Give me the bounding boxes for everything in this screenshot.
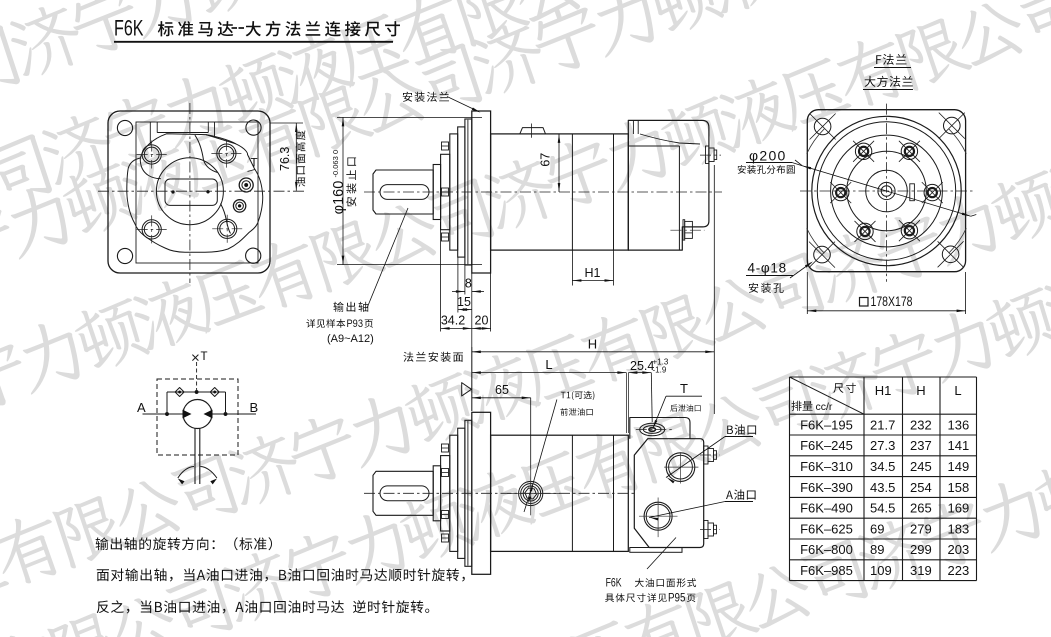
svg-text:34.2: 34.2 — [441, 314, 465, 328]
svg-text:F6K–985: F6K–985 — [800, 563, 853, 578]
svg-text:265: 265 — [910, 501, 932, 516]
svg-text:P93: P93 — [347, 318, 364, 330]
svg-text:65: 65 — [495, 383, 509, 397]
svg-text:0: 0 — [331, 150, 340, 154]
svg-text:P95: P95 — [668, 590, 686, 604]
svg-text:T: T — [201, 351, 208, 363]
svg-text:15: 15 — [457, 295, 471, 309]
svg-text:H1: H1 — [875, 383, 892, 398]
svg-text:F6K–195: F6K–195 — [800, 417, 853, 432]
svg-text:158: 158 — [948, 480, 970, 495]
svg-text:178X178: 178X178 — [871, 294, 913, 309]
svg-text:34.5: 34.5 — [870, 459, 895, 474]
svg-text:89: 89 — [870, 542, 884, 557]
svg-text:69: 69 — [870, 521, 884, 536]
svg-text:F6K–800: F6K–800 — [800, 542, 853, 557]
svg-text:-0.063: -0.063 — [331, 156, 340, 177]
svg-text:299: 299 — [910, 542, 932, 557]
svg-text:(A9~A12): (A9~A12) — [327, 333, 374, 345]
svg-text:F6K–390: F6K–390 — [800, 480, 853, 495]
svg-text:H: H — [916, 383, 925, 398]
svg-text:H1: H1 — [585, 266, 601, 280]
svg-text:232: 232 — [910, 417, 932, 432]
svg-text:+1.3: +1.3 — [653, 358, 669, 367]
svg-text:-1.9: -1.9 — [653, 366, 667, 375]
svg-text:203: 203 — [948, 542, 970, 557]
svg-text:4-φ18: 4-φ18 — [748, 261, 787, 276]
svg-text:67: 67 — [539, 153, 553, 167]
svg-text:B: B — [250, 400, 259, 415]
svg-text:L: L — [954, 383, 961, 398]
svg-text:223: 223 — [948, 563, 970, 578]
svg-text:237: 237 — [910, 438, 932, 453]
svg-text:21.7: 21.7 — [870, 417, 895, 432]
svg-text:F6K–310: F6K–310 — [800, 459, 853, 474]
svg-text:F6K–245: F6K–245 — [800, 438, 853, 453]
svg-text:F6K–490: F6K–490 — [800, 501, 853, 516]
svg-text:F6K: F6K — [606, 575, 622, 589]
svg-text:136: 136 — [948, 417, 970, 432]
svg-text:25.4: 25.4 — [630, 359, 654, 373]
svg-text:245: 245 — [910, 459, 932, 474]
svg-text:8: 8 — [465, 277, 472, 291]
svg-text:H: H — [588, 337, 597, 352]
svg-text:L: L — [545, 357, 552, 372]
svg-text:43.5: 43.5 — [870, 480, 895, 495]
svg-text:φ160: φ160 — [331, 181, 347, 215]
svg-text:54.5: 54.5 — [870, 501, 895, 516]
svg-text:20: 20 — [475, 314, 489, 328]
svg-text:cc/r: cc/r — [816, 401, 833, 413]
svg-text:254: 254 — [910, 480, 932, 495]
svg-text:319: 319 — [910, 563, 932, 578]
svg-text:169: 169 — [948, 501, 970, 516]
svg-text:76.3: 76.3 — [278, 147, 292, 171]
svg-text:F6K: F6K — [114, 16, 144, 41]
svg-text:279: 279 — [910, 521, 932, 536]
svg-text:T: T — [251, 158, 258, 170]
svg-text:27.3: 27.3 — [870, 438, 895, 453]
svg-text:F6K–625: F6K–625 — [800, 521, 853, 536]
svg-text:183: 183 — [948, 521, 970, 536]
svg-text:109: 109 — [870, 563, 892, 578]
svg-text:T: T — [680, 381, 688, 396]
svg-text:141: 141 — [948, 438, 970, 453]
svg-text:φ200: φ200 — [749, 148, 787, 164]
svg-text:149: 149 — [948, 459, 970, 474]
svg-text:A: A — [137, 400, 146, 415]
